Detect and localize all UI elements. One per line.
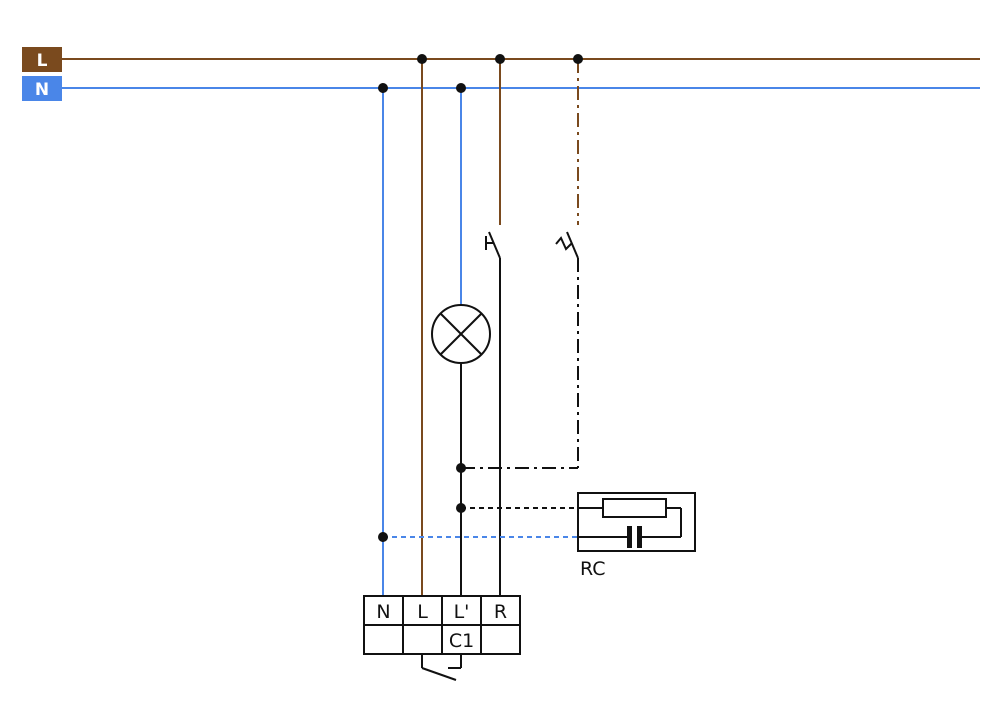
junction-dot (456, 83, 466, 93)
junction-dot (495, 54, 505, 64)
lamp-icon (431, 304, 491, 364)
resistor-icon (602, 498, 667, 518)
junction-dot (417, 54, 427, 64)
capacitor-icon (627, 526, 642, 548)
junction-dot (378, 83, 388, 93)
terminal-label-r: R (494, 601, 507, 623)
terminal-label-l: L (417, 601, 428, 623)
line-bus: L (22, 47, 980, 72)
junction-dot (573, 54, 583, 64)
relay-contact-icon (421, 654, 462, 681)
pushbutton-icon (485, 231, 501, 259)
neutral-bus-tag (22, 76, 62, 101)
line-bus-tag (22, 47, 62, 72)
rc-module-box (577, 492, 696, 552)
terminal-label-l-prime: L' (454, 601, 470, 623)
neutral-bus: N (22, 76, 980, 101)
neutral-bus-label: N (35, 80, 49, 100)
line-bus-label: L (37, 51, 48, 71)
latched-switch-icon (555, 231, 579, 259)
rc-module: RC (577, 492, 696, 580)
rc-module-label: RC (580, 558, 606, 580)
terminal-block: N L L' R C1 (363, 595, 521, 655)
junction-dot (456, 463, 466, 473)
junction-dot (378, 532, 388, 542)
junction-dot (456, 503, 466, 513)
relay-label: C1 (449, 630, 474, 652)
terminal-label-n: N (376, 601, 390, 623)
